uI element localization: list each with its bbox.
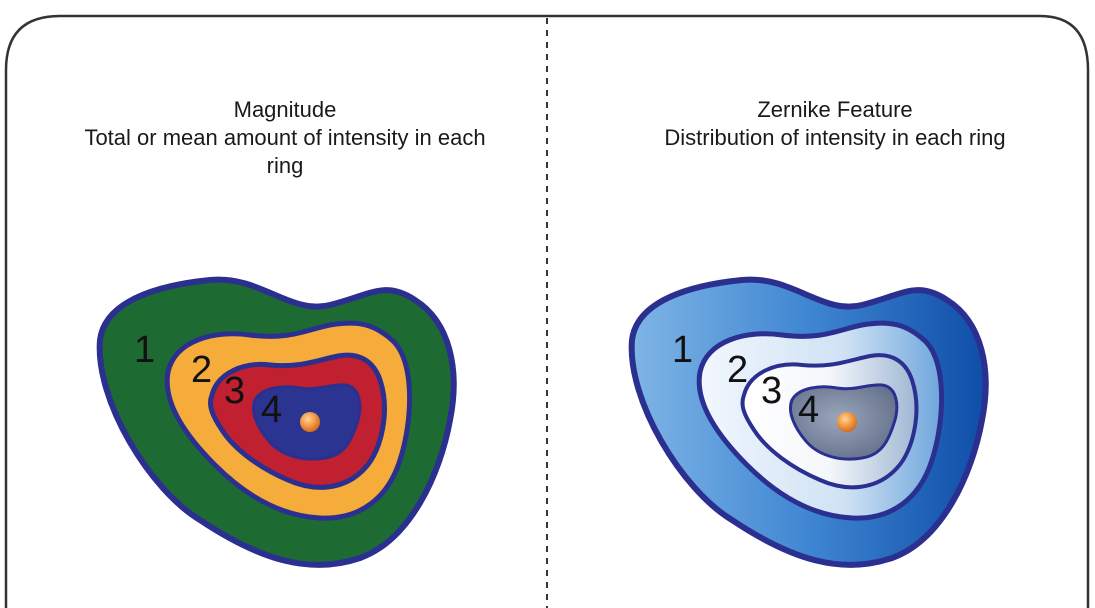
- magnitude-heading: Magnitude Total or mean amount of intens…: [40, 96, 530, 180]
- ring-label-1: 1: [672, 329, 693, 371]
- zernike-heading: Zernike Feature Distribution of intensit…: [590, 96, 1080, 152]
- magnitude-title: Magnitude: [40, 96, 530, 124]
- ring-label-2: 2: [191, 349, 212, 391]
- magnitude-description-line-1: Total or mean amount of intensity in eac…: [40, 124, 530, 152]
- ring-label-3: 3: [224, 370, 245, 412]
- ring-label-3: 3: [761, 370, 782, 412]
- nucleus-icon: [300, 412, 320, 432]
- zernike-description: Distribution of intensity in each ring: [590, 124, 1080, 152]
- zernike-title: Zernike Feature: [590, 96, 1080, 124]
- zernike-cell: 1 2 3 4: [632, 280, 986, 565]
- ring-label-4: 4: [261, 389, 282, 431]
- ring-label-2: 2: [727, 349, 748, 391]
- ring-label-4: 4: [798, 389, 819, 431]
- magnitude-description-line-2: ring: [40, 152, 530, 180]
- magnitude-cell: 1 2 3 4: [100, 280, 454, 565]
- nucleus-icon: [837, 412, 857, 432]
- ring-label-1: 1: [134, 329, 155, 371]
